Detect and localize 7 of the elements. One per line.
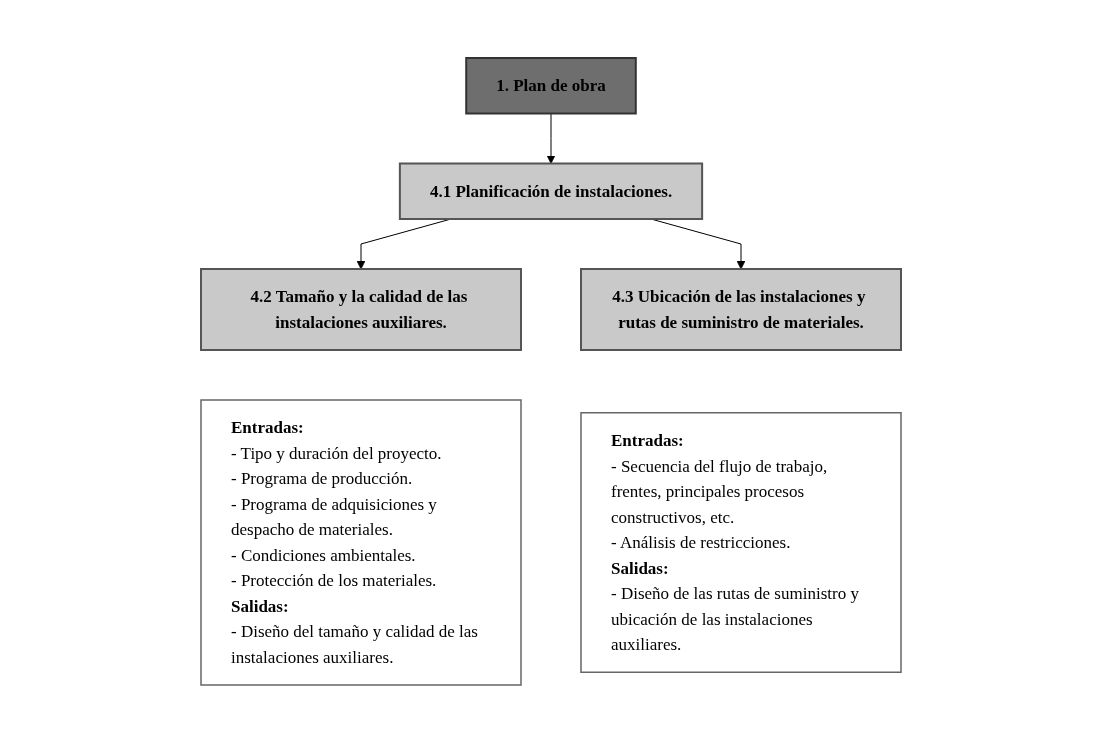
node-box: 4.3 Ubicación de las instalaciones y rutas de suministro de materiales. <box>580 267 902 351</box>
node-box: Entradas: - Secuencia del flujo de trabajo, frentes, principales procesos constructivos, etc. - Análisis de restricciones. Salidas: - Diseño de las rutas de suministro y ubicación de las instalaciones auxiliares. <box>580 411 902 673</box>
node-box: 4.1 Planificación de instalaciones. <box>398 162 704 220</box>
node-box: Entradas: - Tipo y duración del proyecto. - Programa de producción. - Programa de adquisiciones y despacho de materiales. - Condiciones ambientales. - Protección de los materiales. Salidas: - Diseño del tamaño y calidad de las instalaciones auxiliares. <box>200 398 522 686</box>
arrow <box>546 112 556 164</box>
node-box: 1. Plan de obra <box>465 56 637 114</box>
node-box: 4.2 Tamaño y la calidad de las instalaciones auxiliares. <box>200 267 522 351</box>
